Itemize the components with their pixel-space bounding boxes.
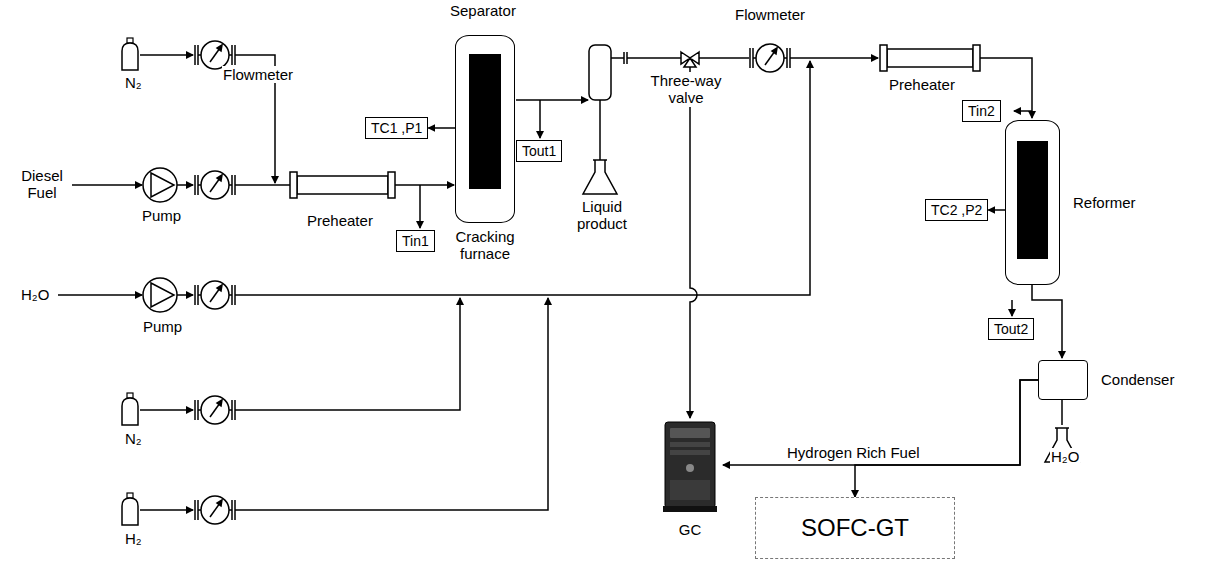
sensor-box: TC1 ,P1 <box>365 117 428 139</box>
node-text: Tin2 <box>968 103 995 119</box>
reformer-vessel: Reformer <box>1005 120 1060 285</box>
catalyst-bed <box>469 54 501 189</box>
node-text: Tin1 <box>402 233 429 249</box>
flow-connector <box>988 209 1005 211</box>
node-heading: Condenser <box>1101 371 1174 388</box>
edge-label: Hydrogen Rich Fuel <box>785 444 922 461</box>
product-label: H₂O <box>1050 448 1080 465</box>
equipment-label: Pump <box>142 318 183 335</box>
feed-label: H₂O <box>20 286 50 303</box>
equipment-label: Flowmeter <box>222 66 294 83</box>
gc-computer: GC <box>657 420 723 515</box>
node-heading: Reformer <box>1073 194 1136 211</box>
equipment-label: Preheater <box>306 212 374 229</box>
flow-connector <box>428 127 455 129</box>
node-text: Tout1 <box>522 143 556 159</box>
gas-label: N₂ <box>124 74 143 91</box>
equipment-label: Three-way valve <box>648 72 724 107</box>
sofc-gt-box: SOFC-GT <box>755 497 955 559</box>
equipment-label: Flowmeter <box>734 6 806 23</box>
sensor-box: Tin2 <box>962 100 1001 122</box>
sensor-box: Tout1 <box>516 140 562 162</box>
equipment-label: Separator <box>449 2 517 19</box>
product-label: Liquid product <box>568 198 636 233</box>
cracking-furnace: Cracking furnace <box>455 35 515 223</box>
node-text: Tout2 <box>994 321 1028 337</box>
equipment-label: Preheater <box>888 76 956 93</box>
sensor-box: Tin1 <box>396 230 435 252</box>
node-text: TC2 ,P2 <box>931 202 982 218</box>
sensor-box: Tout2 <box>988 318 1034 340</box>
equipment-label: Pump <box>141 207 182 224</box>
gas-label: N₂ <box>124 430 143 447</box>
node-text: TC1 ,P1 <box>371 120 422 136</box>
node-heading: GC <box>679 521 702 538</box>
flow-connector <box>855 380 1038 497</box>
catalyst-bed <box>1017 141 1048 259</box>
condenser-unit: Condenser <box>1038 360 1088 400</box>
gas-label: H₂ <box>124 530 143 547</box>
feed-label: Diesel Fuel <box>12 167 72 202</box>
computer-icon <box>657 420 723 515</box>
node-text: SOFC-GT <box>801 514 909 542</box>
sensor-box: TC2 ,P2 <box>925 199 988 221</box>
node-heading: Cracking furnace <box>448 228 523 263</box>
flow-connector <box>723 380 1038 465</box>
